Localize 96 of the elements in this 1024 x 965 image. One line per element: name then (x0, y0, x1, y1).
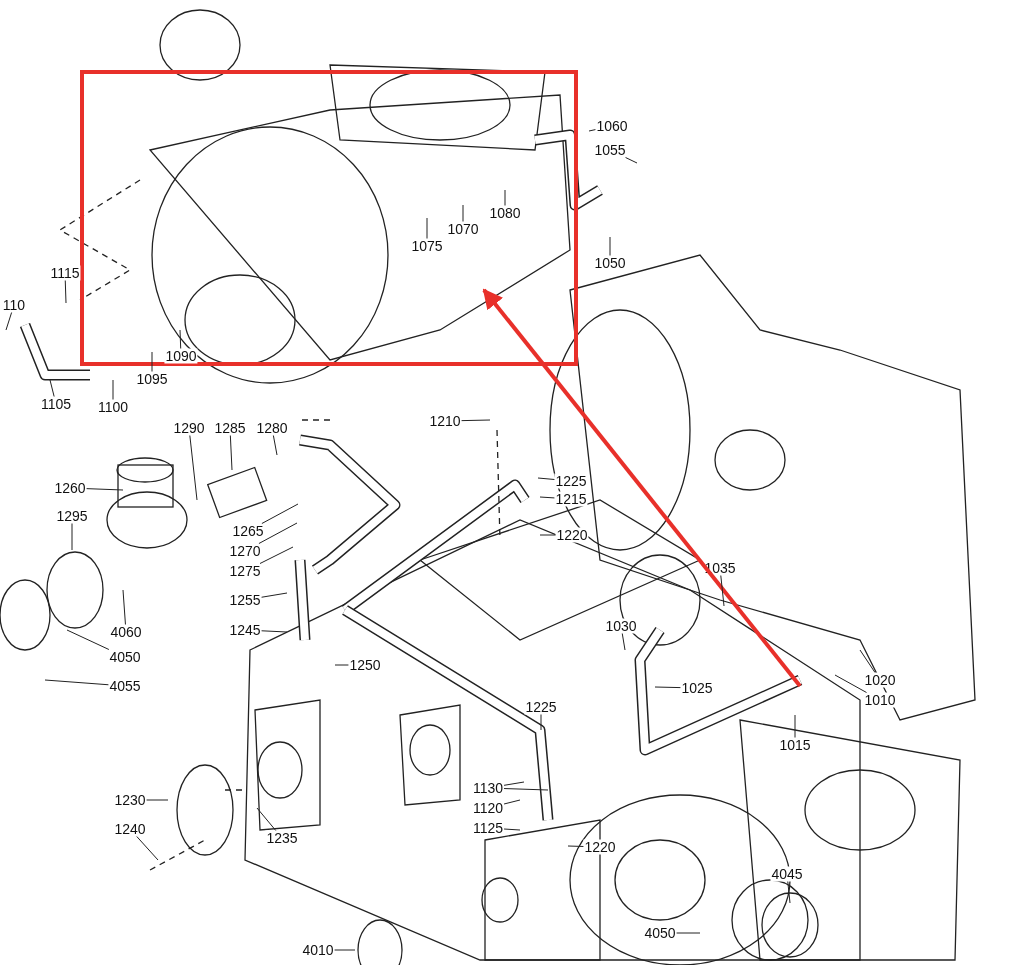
callout-number: 1130 (471, 780, 505, 796)
callout-number: 110 (1, 297, 27, 313)
leader-line (256, 807, 277, 831)
leader-line (189, 435, 198, 501)
callout-number: 1010 (863, 692, 897, 708)
callout-number: 1025 (680, 680, 714, 696)
leader-line (151, 351, 153, 372)
callout-number: 1230 (113, 792, 147, 808)
leader-line (834, 674, 867, 693)
callout-number: 1295 (55, 508, 89, 524)
callout-number: 1090 (164, 348, 198, 364)
leader-line (537, 477, 555, 480)
callout-number: 4050 (643, 925, 677, 941)
callout-number: 1220 (555, 527, 589, 543)
leader-line (66, 629, 110, 650)
leader-line (426, 217, 428, 239)
leader-line (676, 932, 701, 934)
callout-number: 4050 (108, 649, 142, 665)
callout-number: 1235 (265, 830, 299, 846)
callout-number: 1270 (228, 543, 262, 559)
leader-line (334, 664, 349, 666)
leader-line (462, 204, 464, 222)
leader-line (859, 649, 876, 673)
callout-number: 1225 (524, 699, 558, 715)
leader-line (567, 845, 584, 847)
callout-number: 1210 (428, 413, 462, 429)
leader-line (261, 592, 288, 598)
callout-number: 1125 (471, 820, 505, 836)
leader-line (258, 522, 298, 544)
callout-number: 1080 (488, 205, 522, 221)
callout-number: 1280 (255, 420, 289, 436)
callout-number: 1240 (113, 821, 147, 837)
leader-line (503, 788, 549, 791)
leader-line (504, 189, 506, 206)
leader-line (503, 781, 525, 786)
leader-line (334, 949, 356, 951)
leader-line (540, 714, 542, 731)
callout-number: 1250 (348, 657, 382, 673)
callout-number: 1245 (228, 622, 262, 638)
leader-line (49, 379, 55, 397)
leader-line (64, 280, 67, 304)
callout-number: 1100 (96, 399, 130, 415)
leader-line (261, 503, 299, 524)
callout-number: 1030 (604, 618, 638, 634)
leader-line (122, 589, 126, 625)
callout-number: 1055 (593, 142, 627, 158)
leader-line (539, 496, 555, 499)
leader-line (588, 129, 596, 132)
leader-line (44, 679, 109, 686)
callout-number: 1285 (213, 420, 247, 436)
leader-line (461, 419, 491, 422)
leader-line (261, 630, 288, 633)
callout-number: 1275 (228, 563, 262, 579)
callout-number: 1115 (49, 265, 81, 281)
callout-number: 1225 (554, 473, 588, 489)
leader-line (539, 534, 556, 536)
callout-number: 1060 (595, 118, 629, 134)
highlight-frame (80, 70, 578, 366)
leader-line (503, 799, 521, 805)
callout-number: 1215 (554, 491, 588, 507)
leader-line (625, 157, 638, 164)
callout-number: 1260 (53, 480, 87, 496)
leader-line (146, 799, 169, 801)
leader-line (654, 686, 681, 689)
callout-number: 4010 (301, 942, 335, 958)
callout-number: 1220 (583, 839, 617, 855)
leader-line (272, 435, 278, 456)
leader-line (136, 836, 159, 861)
leader-line (609, 236, 611, 256)
leader-line (787, 881, 791, 904)
callout-number: 1255 (228, 592, 262, 608)
callout-number: 1020 (863, 672, 897, 688)
leader-line (71, 523, 73, 551)
pointer-arrow (482, 288, 802, 688)
callout-number: 1075 (410, 238, 444, 254)
callout-number: 1105 (39, 396, 73, 412)
leader-line (5, 312, 13, 331)
leader-line (86, 488, 124, 491)
leader-line (112, 379, 114, 400)
leader-line (229, 435, 233, 471)
leader-line (720, 575, 725, 607)
callout-number: 4060 (109, 624, 143, 640)
leader-line (259, 546, 294, 564)
callout-number: 1070 (446, 221, 480, 237)
callout-number: 1265 (231, 523, 265, 539)
leader-line (794, 714, 796, 738)
callout-number: 1290 (172, 420, 206, 436)
leader-line (179, 329, 182, 349)
callout-number: 1120 (471, 800, 505, 816)
leader-line (503, 828, 521, 831)
callout-number: 1050 (593, 255, 627, 271)
callout-number: 4045 (770, 866, 804, 882)
callout-number: 1095 (135, 371, 169, 387)
leader-line (621, 633, 626, 651)
callout-number: 4055 (108, 678, 142, 694)
callout-number: 1015 (778, 737, 812, 753)
